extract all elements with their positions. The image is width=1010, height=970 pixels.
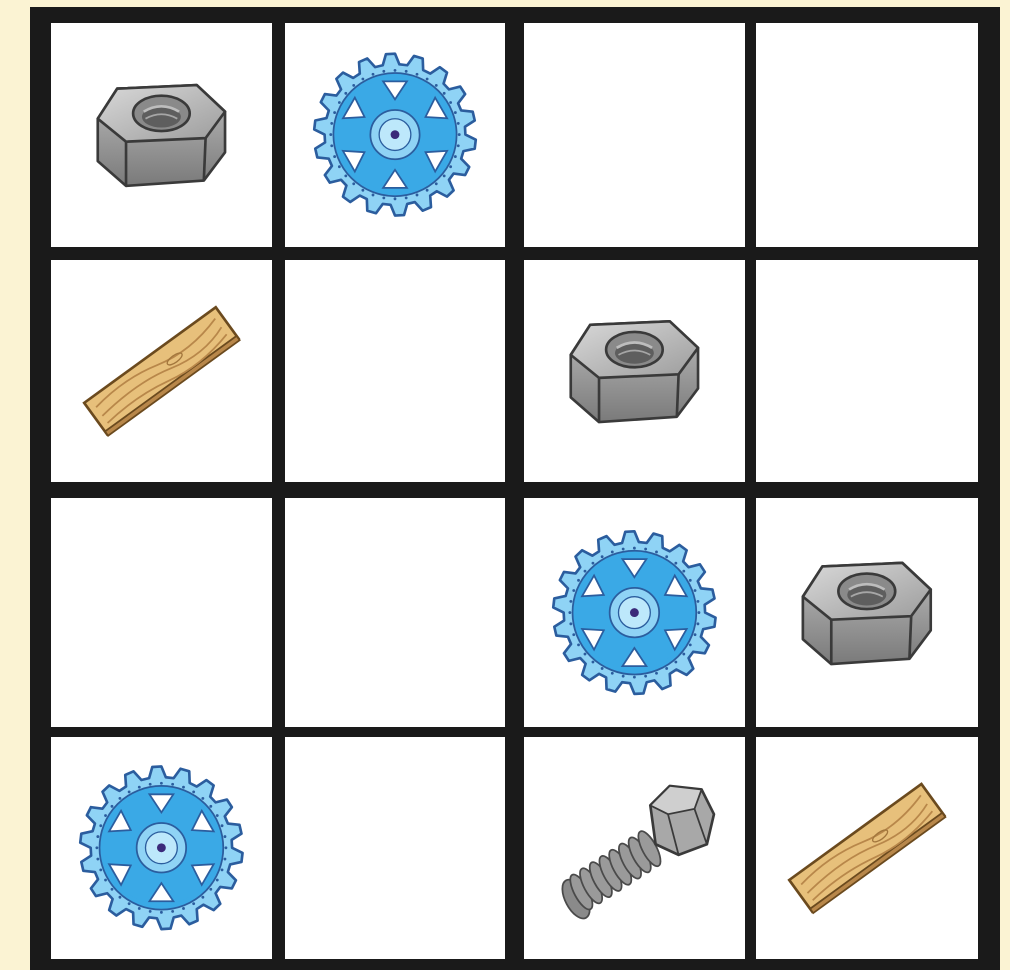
grid-cell-r3-c2[interactable] [285,498,505,727]
wood-plank-icon [778,759,956,937]
grid-cell-r4-c3[interactable] [524,737,745,959]
grid-cell-r1-c3[interactable] [524,23,745,247]
grid-cell-r1-c2[interactable] [285,23,505,247]
puzzle-board [30,7,1000,970]
grid-cell-r4-c2[interactable] [285,737,505,959]
hex-nut-icon [778,521,956,704]
hex-nut-icon [73,45,250,224]
grid-cell-r3-c4[interactable] [756,498,978,727]
grid-cell-r2-c4[interactable] [756,260,978,482]
grid-cell-r4-c4[interactable] [756,737,978,959]
gear-icon [307,45,483,224]
grid-cell-r1-c4[interactable] [756,23,978,247]
gear-icon [546,521,723,704]
gear-icon [73,759,250,937]
grid-cell-r3-c1[interactable] [51,498,272,727]
wood-plank-icon [73,282,250,460]
grid-cell-r4-c1[interactable] [51,737,272,959]
hex-nut-icon [546,282,723,460]
grid-cell-r2-c1[interactable] [51,260,272,482]
grid-cell-r2-c3[interactable] [524,260,745,482]
grid-cell-r3-c3[interactable] [524,498,745,727]
grid-cell-r1-c1[interactable] [51,23,272,247]
bolt-icon [546,759,723,937]
grid-cell-r2-c2[interactable] [285,260,505,482]
